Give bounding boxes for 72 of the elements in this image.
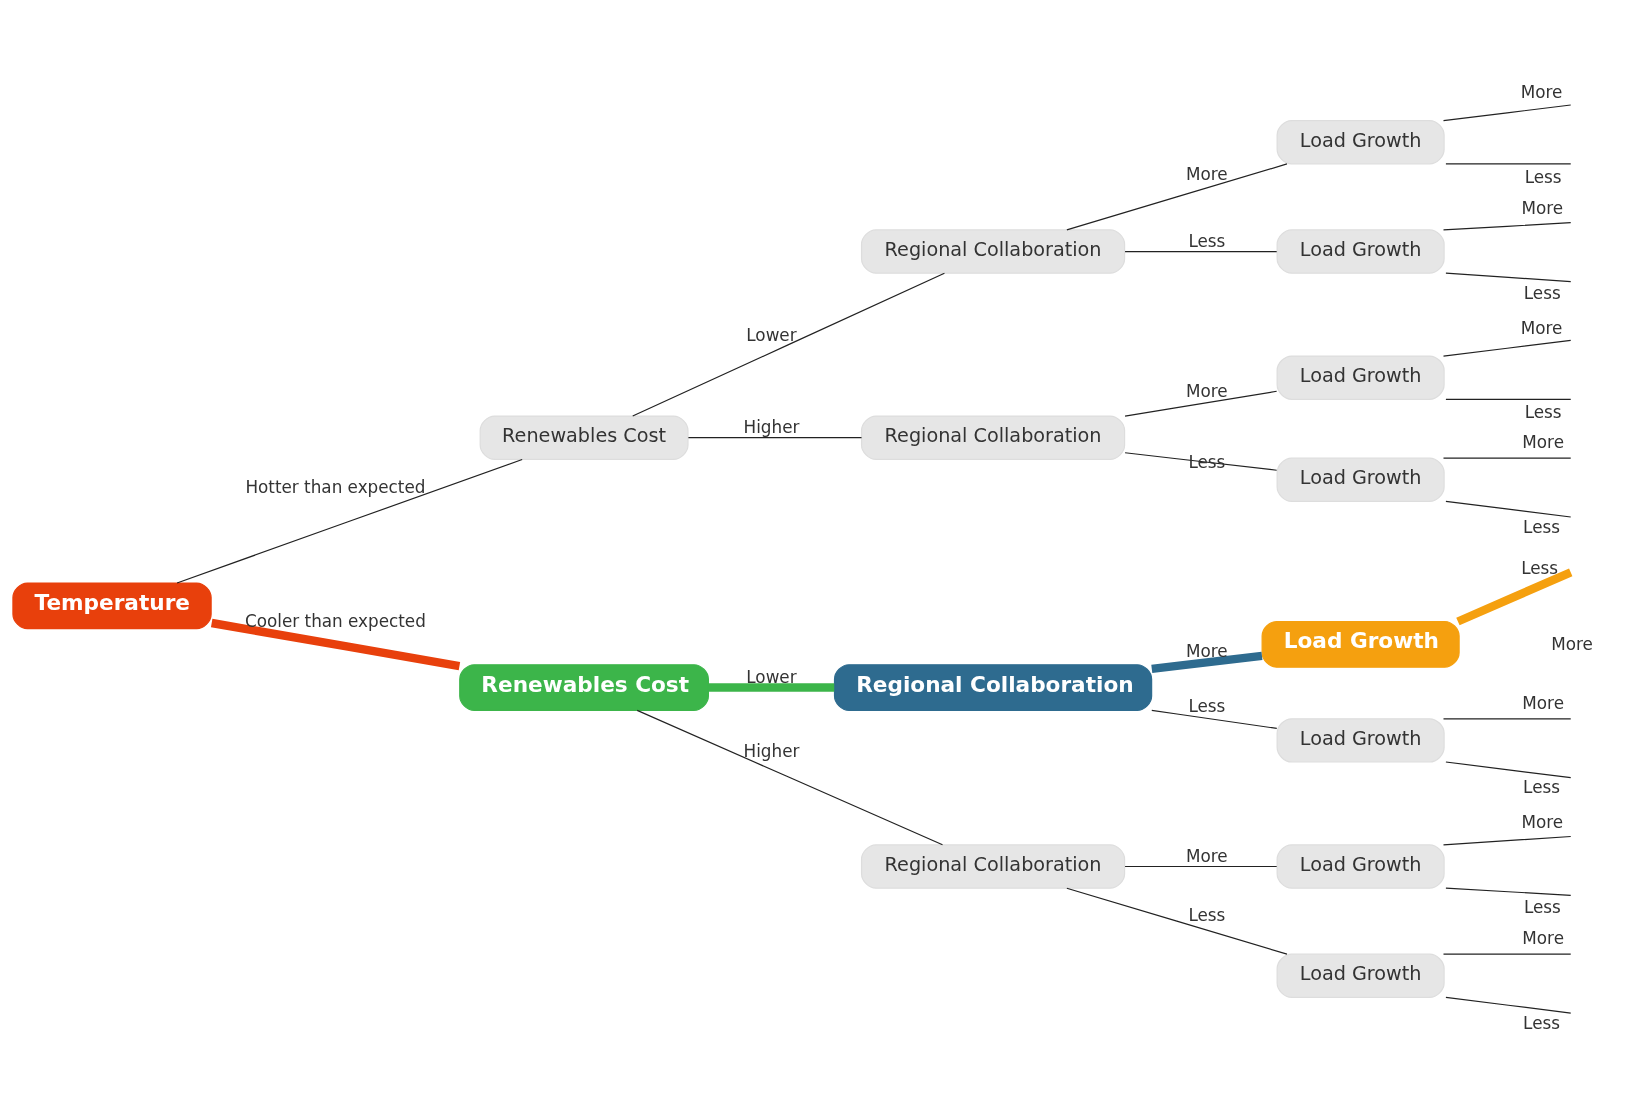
edge-label: Less [1523,776,1561,797]
edge-label: Less [1188,230,1226,251]
edge-label: More [1521,811,1564,832]
node-box: Load Growth [1276,953,1445,998]
connector [687,436,863,438]
edge-label: Higher [743,416,800,437]
edge-label: Higher [743,740,800,761]
edge-label: More [1522,927,1564,948]
edge-label: Less [1523,282,1561,303]
edge-label: More [1186,640,1228,661]
node-box: Load Growth [1276,843,1445,889]
edge-label: Less [1523,516,1561,537]
connector [1151,651,1263,673]
edge-label: Lower [746,666,797,687]
edge-label: More [1521,197,1564,218]
connector [1445,887,1572,896]
connector [1124,865,1278,867]
node-box: Regional Collaboration [833,663,1153,711]
connector [1124,250,1278,252]
node-box: Load Growth [1276,717,1445,763]
node-box: Renewables Cost [479,415,689,460]
connector [1445,996,1572,1014]
connector [1442,339,1572,357]
node-box: Renewables Cost [459,663,709,711]
node-box: Load Growth [1276,457,1445,502]
connector [176,458,523,584]
node-box: Load Growth [1276,228,1445,274]
edge-label: More [1186,163,1228,184]
edge-label: Less [1521,557,1559,578]
connector [1151,709,1278,729]
edge-label: More [1520,81,1563,102]
node-box: Load Growth [1276,119,1445,164]
connector [632,272,946,417]
connector [1445,398,1572,400]
node-box: Regional Collaboration [860,843,1126,889]
connector [1456,567,1573,625]
edge-label: Less [1188,695,1226,716]
connector [210,618,461,670]
edge-label: More [1186,845,1228,866]
edge-label: Less [1524,401,1562,422]
edge-label: Less [1523,1012,1561,1033]
connector [1442,835,1572,845]
label: More [1551,633,1593,654]
connector [1442,717,1572,719]
node-box: Load Growth [1276,354,1445,400]
connector [636,709,944,845]
connector [1445,162,1572,164]
edge-label: Lower [746,324,797,345]
connector [1066,162,1288,230]
connector [708,682,835,692]
connector [1442,221,1572,230]
connector [1445,272,1572,282]
edge-label: More [1520,317,1563,338]
connector [1445,760,1572,778]
edge-label: Hotter than expected [245,476,426,497]
node-box: Temperature [12,581,212,629]
edge-label: Less [1523,896,1561,917]
node-box: Regional Collaboration [860,228,1126,274]
node-box: Load Growth [1261,620,1460,668]
edge-label: More [1522,431,1564,452]
connector [1066,887,1288,955]
edge-label: More [1186,380,1228,401]
node-box: Regional Collaboration [860,415,1126,460]
connector [1442,103,1572,121]
edge-label: Less [1188,904,1226,925]
edge-label: More [1522,692,1564,713]
connector [1445,500,1572,518]
edge-label: Less [1524,166,1562,187]
edge-label: Cooler than expected [245,610,426,631]
connector [1442,953,1572,955]
connector [1124,390,1278,417]
connector [1442,457,1572,459]
